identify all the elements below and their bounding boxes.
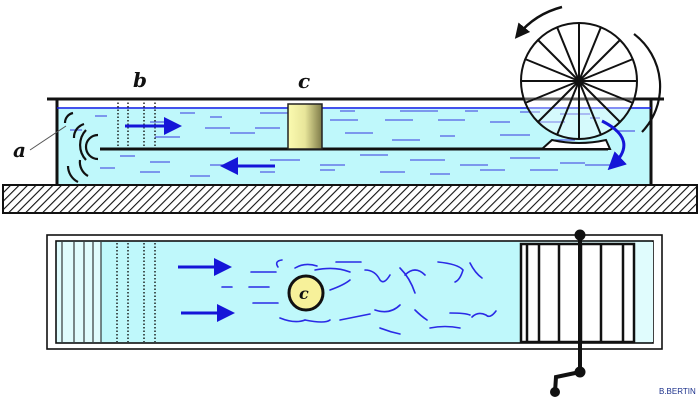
grid-screens-side [117,99,156,149]
label-b: b [133,68,147,92]
curved-arrow-icon [514,5,563,39]
flow-straightener-top [57,242,102,342]
label-c-side: c [298,69,310,93]
wheel-guard [633,33,662,133]
top-view: c [46,229,663,397]
return-flow-arrow [601,119,627,171]
turbulent-wake [221,259,497,335]
side-view: a b c [2,5,698,214]
ground [2,184,698,214]
paddle-wheel-icon [520,22,638,140]
crank-handle[interactable] [550,229,586,397]
label-c-top: c [299,284,309,303]
water-texture [70,110,635,177]
obstacle-cylinder-top [287,274,325,312]
flow-straightener-arcs [63,111,99,183]
label-a: a [13,138,26,162]
wheel-trough [539,138,612,150]
author-credit: B.BERTIN [659,387,696,396]
grid-screens-top [116,243,156,342]
label-a-leader [29,125,67,151]
paddle-wheel-top [519,242,636,344]
obstacle-cylinder-side [287,103,323,150]
